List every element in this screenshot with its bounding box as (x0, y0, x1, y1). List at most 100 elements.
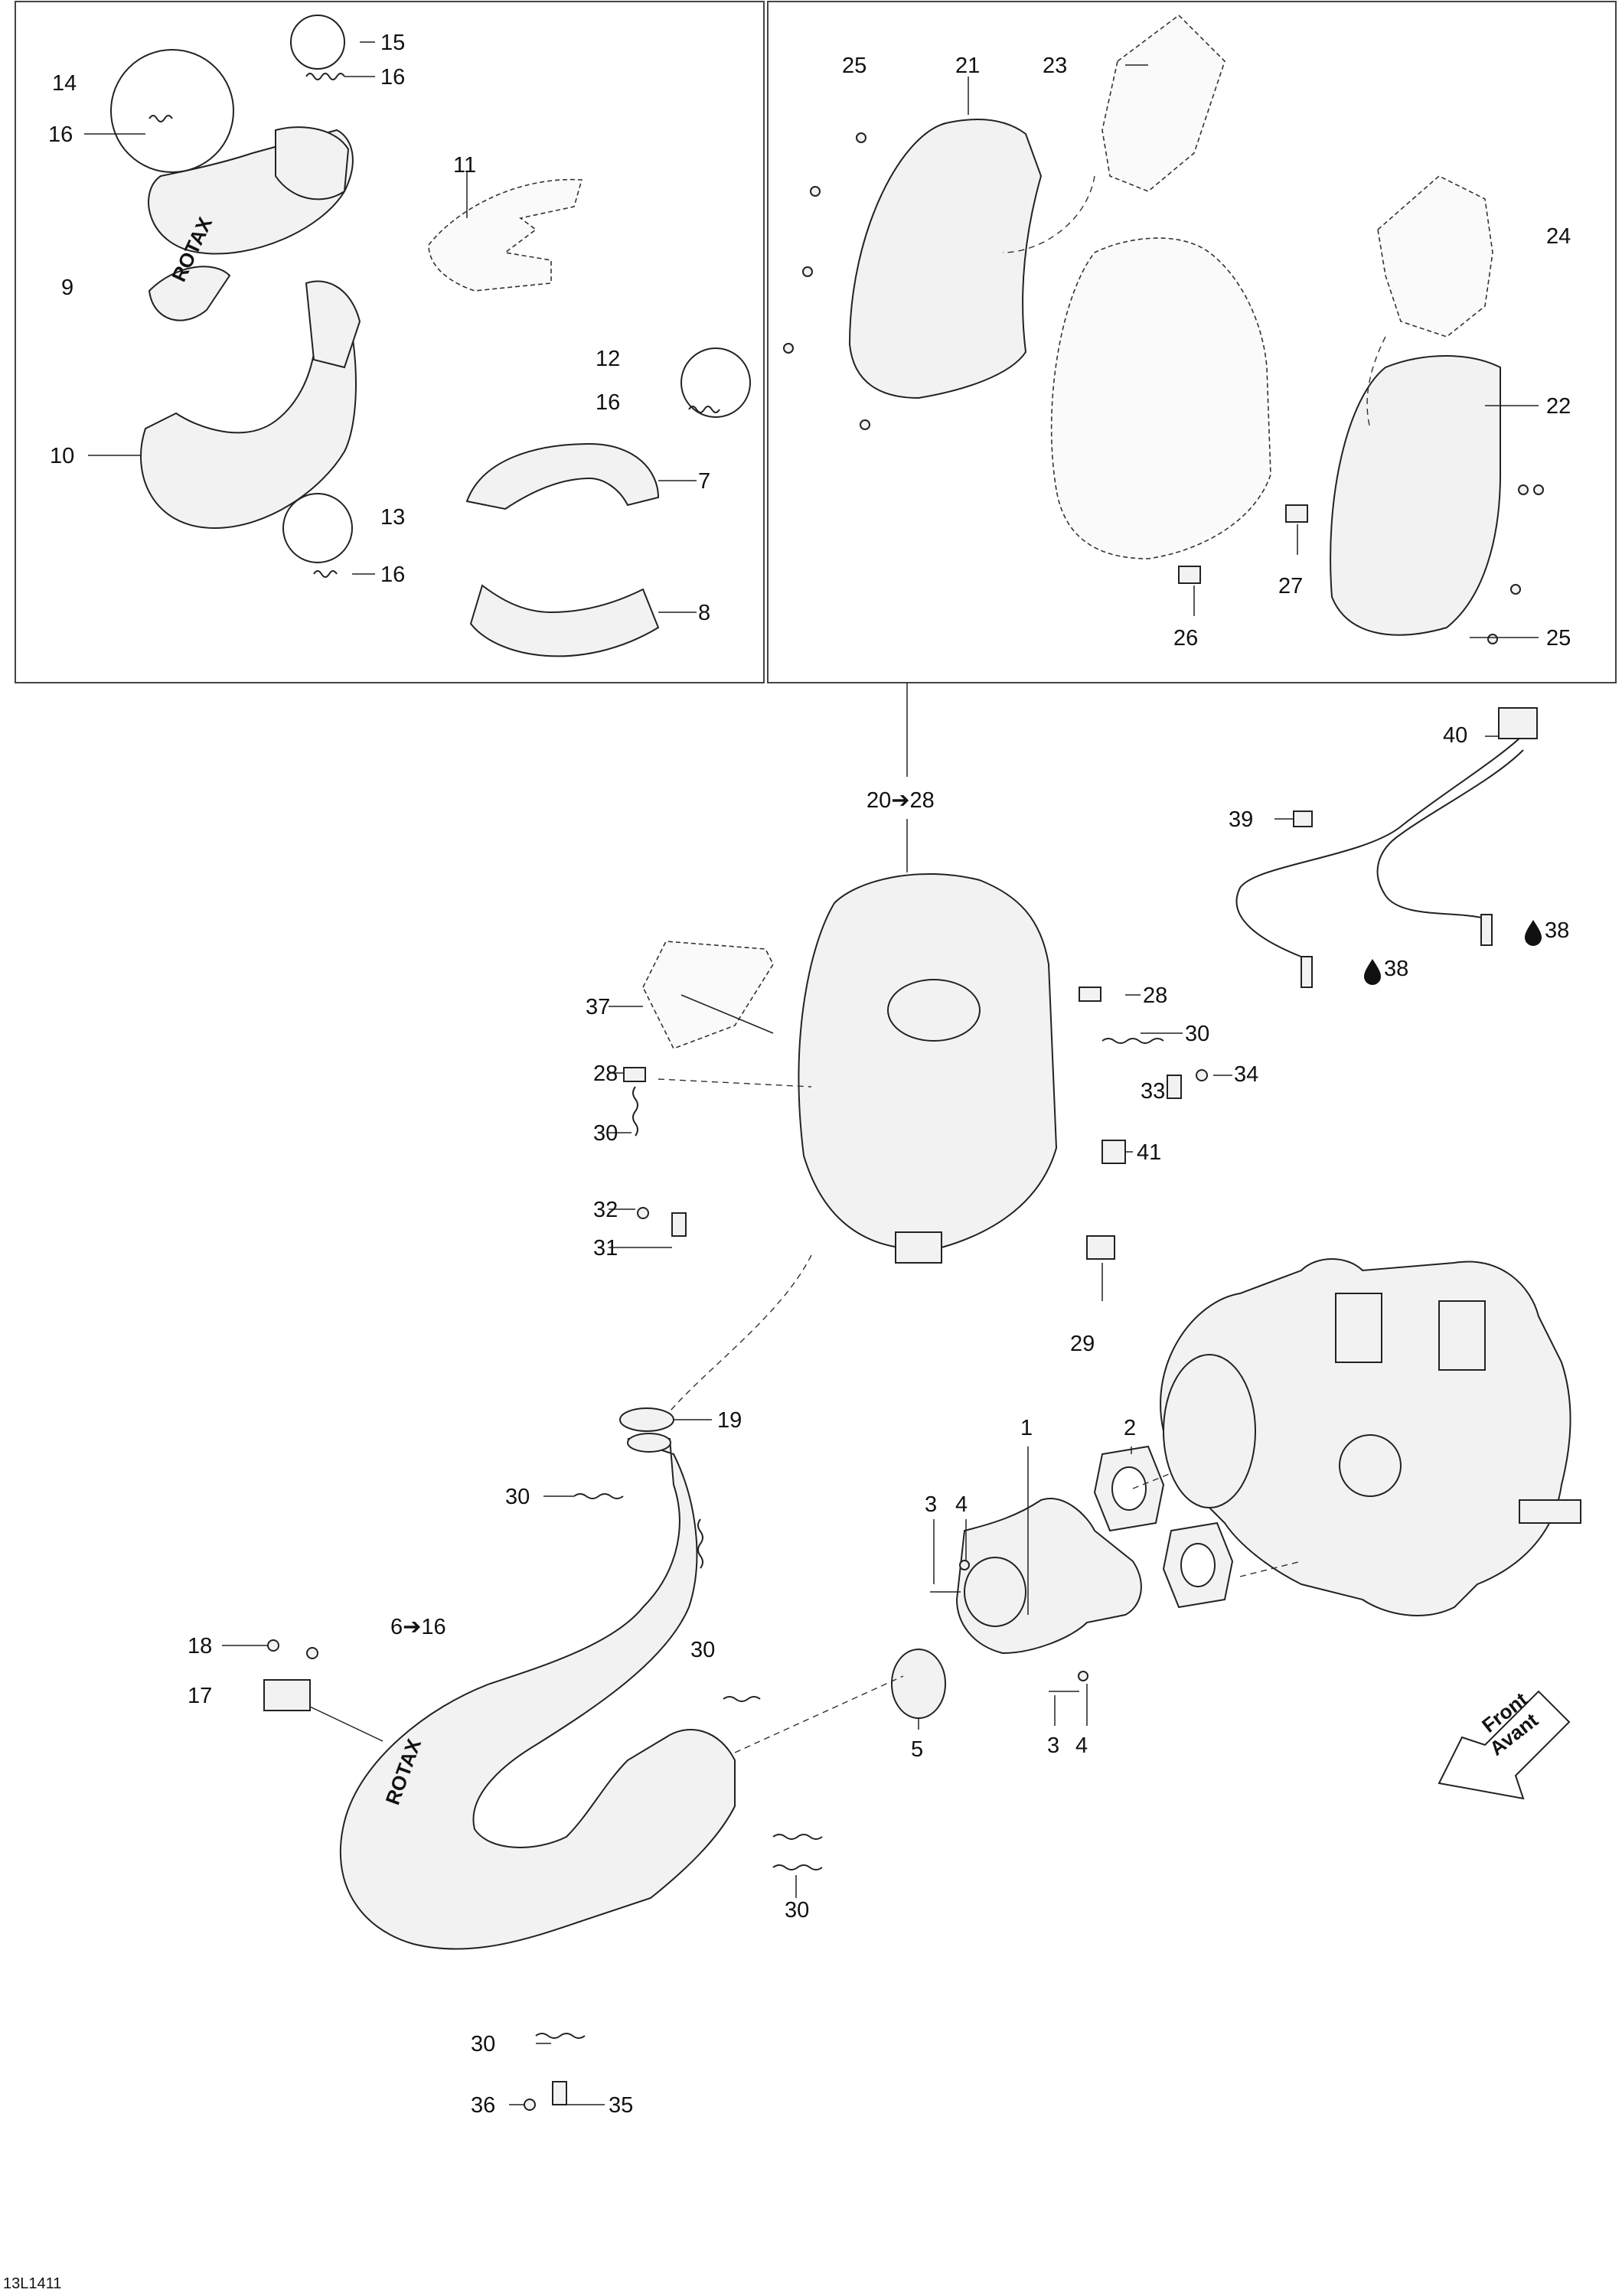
spring-30-f (772, 1834, 823, 1840)
label-part-30-f: 30 (471, 2032, 495, 2056)
label-part-18: 18 (188, 1634, 212, 1658)
label-part-38-a: 38 (1384, 957, 1408, 981)
seal-ring-5 (891, 1649, 946, 1719)
clip-41 (1101, 1140, 1126, 1164)
label-part-21: 21 (955, 54, 980, 78)
label-part-35: 35 (609, 2093, 633, 2118)
oil-line-assembly (1235, 707, 1538, 988)
rivet-18b (306, 1647, 318, 1659)
drawing-id: 13L1411 (3, 2275, 61, 2292)
oil-drop-icon (1364, 959, 1381, 985)
temperature-sensor-29 (1086, 1235, 1115, 1260)
label-part-29: 29 (1070, 1332, 1095, 1356)
label-part-30-c: 30 (505, 1485, 530, 1509)
label-part-34: 34 (1234, 1062, 1258, 1087)
label-part-22: 22 (1546, 394, 1571, 419)
muffler-shell-22 (1330, 355, 1501, 636)
label-part-41: 41 (1137, 1140, 1161, 1165)
arrow-17 (309, 1706, 383, 1742)
label-part-16-c: 16 (596, 390, 620, 415)
grommet-27 (1285, 504, 1308, 523)
bracket-28-b (623, 1067, 646, 1082)
label-part-30-e: 30 (785, 1898, 809, 1923)
spring-30-h (535, 2033, 586, 2039)
nut-32 (637, 1207, 649, 1219)
inset-box-left (15, 1, 765, 683)
bracket-33 (1167, 1075, 1182, 1099)
bracket-31 (671, 1212, 687, 1237)
oil-injector-38-a (1301, 956, 1313, 988)
label-part-7: 7 (698, 469, 710, 494)
label-part-8: 8 (698, 601, 710, 625)
label-part-13: 13 (380, 505, 405, 530)
heat-shield-upper (148, 126, 354, 321)
heat-shield-24 (1377, 175, 1493, 338)
spring-30-e (723, 1696, 761, 1702)
label-part-40: 40 (1443, 723, 1467, 748)
label-part-10: 10 (50, 444, 74, 468)
spring-16-b (148, 115, 173, 122)
label-part-16-a: 16 (380, 65, 405, 90)
bracket-35 (552, 2081, 567, 2105)
muffler-shell-21 (848, 118, 1043, 400)
label-part-28-b: 28 (593, 1062, 618, 1086)
heat-shield-cover-11 (428, 178, 583, 292)
label-part-30-b: 30 (593, 1121, 618, 1146)
nut-36 (524, 2099, 536, 2111)
label-part-16-d: 16 (380, 563, 405, 587)
muffler-assembly (798, 872, 1058, 1264)
label-part-25-a: 25 (842, 54, 866, 78)
label-part-12: 12 (596, 347, 620, 371)
inset-box-right (767, 1, 1617, 683)
heat-shield-lower (140, 280, 361, 530)
spring-30-g (772, 1864, 823, 1870)
spring-16-a (305, 73, 345, 80)
label-part-16-b: 16 (48, 122, 73, 147)
gasket-2 (1093, 1445, 1165, 1532)
tuned-pipe-6 (339, 1433, 736, 1950)
label-part-3-a: 3 (925, 1492, 937, 1517)
front-direction-arrow (1438, 1690, 1571, 1800)
washer-4-a (959, 1560, 970, 1570)
part-number-labels: 1 2 3 4 3 4 5 6➔16 7 8 9 10 11 12 13 14 … (48, 31, 1571, 2118)
spring-30-a (1101, 1038, 1164, 1044)
label-part-19: 19 (717, 1408, 742, 1433)
oil-injector-38-b (1480, 914, 1493, 946)
label-part-31: 31 (593, 1236, 618, 1261)
label-part-20: 20➔28 (866, 788, 935, 813)
engine-reference (1160, 1258, 1581, 1616)
label-part-14: 14 (52, 71, 77, 96)
label-part-4-b: 4 (1075, 1733, 1088, 1758)
rivet-18 (267, 1639, 279, 1652)
spring-16-c (688, 406, 720, 413)
rivet-set-25 (783, 132, 1544, 644)
label-part-9: 9 (61, 276, 73, 300)
washer-4-b (1078, 1671, 1088, 1681)
label-part-24: 24 (1546, 224, 1571, 249)
spring-holder-17 (263, 1679, 311, 1711)
label-part-36: 36 (471, 2093, 495, 2118)
label-part-2: 2 (1124, 1416, 1136, 1440)
label-part-23: 23 (1043, 54, 1067, 78)
label-part-30-a: 30 (1185, 1022, 1209, 1046)
label-part-28-a: 28 (1143, 983, 1167, 1008)
clamp-14 (110, 49, 234, 173)
label-part-39: 39 (1229, 807, 1253, 832)
clamp-15 (290, 15, 345, 70)
label-part-15: 15 (380, 31, 405, 55)
label-part-17: 17 (188, 1684, 212, 1708)
label-part-1: 1 (1020, 1416, 1033, 1440)
spring-30-d (697, 1518, 703, 1569)
clip-39 (1293, 810, 1313, 827)
label-part-37: 37 (586, 995, 610, 1019)
heat-shield-23 (1101, 14, 1225, 192)
heat-shield-8 (469, 584, 660, 657)
label-part-27: 27 (1278, 574, 1303, 598)
label-part-6: 6➔16 (390, 1615, 446, 1639)
label-part-5: 5 (911, 1737, 923, 1762)
label-part-25-b: 25 (1546, 626, 1571, 651)
nut-34 (1196, 1069, 1208, 1081)
oil-drop-icon (1525, 920, 1542, 946)
heat-shield-37 (642, 941, 774, 1050)
spring-16-d (313, 570, 338, 578)
